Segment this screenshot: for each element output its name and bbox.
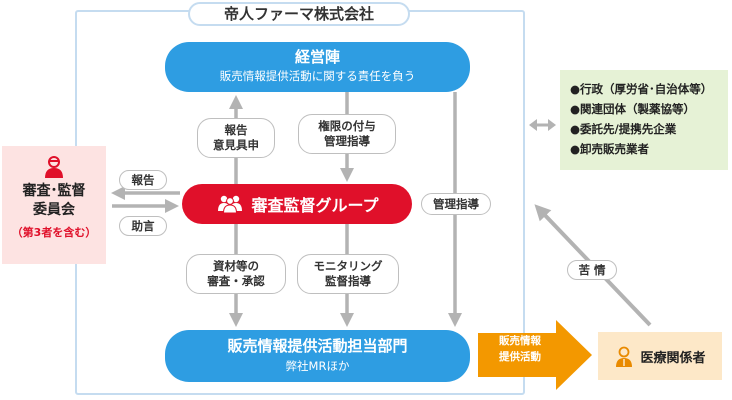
company-title: 帝人ファーマ株式会社 bbox=[188, 2, 410, 26]
external-item: ●関連団体（製薬協等） bbox=[570, 102, 696, 116]
medical-title: 医療関係者 bbox=[640, 350, 706, 366]
review-group-title: 審査監督グループ bbox=[251, 196, 379, 215]
label-authority: 権限の付与 管理指導 bbox=[298, 114, 396, 154]
label-materials: 資材等の 審査・承認 bbox=[186, 254, 286, 294]
label-monitoring: モニタリング 監督指導 bbox=[297, 254, 399, 294]
external-item: ●委託先/提携先企業 bbox=[570, 122, 677, 136]
review-group-box: 審査監督グループ bbox=[182, 184, 412, 224]
management-title: 経営陣 bbox=[294, 48, 340, 66]
department-box: 販売情報提供活動担当部門 弊社MRほか bbox=[165, 330, 470, 382]
committee-line2: 委員会 bbox=[33, 202, 75, 218]
label-complaint: 苦 情 bbox=[567, 260, 617, 280]
department-subtitle: 弊社MRほか bbox=[285, 359, 350, 373]
external-item: ●卸売販売業者 bbox=[570, 142, 650, 156]
info-provision-arrow bbox=[478, 320, 592, 390]
label-advice: 助言 bbox=[119, 216, 167, 236]
label-report: 報告 bbox=[119, 170, 167, 190]
committee-box: 審査･監督 委員会 （第3者を含む） bbox=[2, 146, 106, 264]
department-title: 販売情報提供活動担当部門 bbox=[227, 337, 408, 355]
info-provision-label: 販売情報 提供活動 bbox=[499, 335, 541, 363]
external-box: ●行政（厚労省･自治体等） ●関連団体（製薬協等） ●委託先/提携先企業 ●卸売… bbox=[560, 70, 728, 170]
management-box: 経営陣 販売情報提供活動に関する責任を負う bbox=[165, 42, 470, 92]
label-report-opinion: 報告 意見具申 bbox=[197, 118, 275, 158]
person-icon bbox=[45, 156, 63, 178]
doctor-icon bbox=[616, 346, 633, 367]
committee-note: （第3者を含む） bbox=[11, 226, 97, 239]
people-icon bbox=[218, 195, 243, 214]
label-management-guidance: 管理指導 bbox=[421, 193, 491, 215]
committee-line1: 審査･監督 bbox=[22, 183, 86, 199]
medical-box: 医療関係者 bbox=[598, 332, 722, 380]
management-subtitle: 販売情報提供活動に関する責任を負う bbox=[219, 69, 416, 83]
external-item: ●行政（厚労省･自治体等） bbox=[570, 82, 713, 96]
